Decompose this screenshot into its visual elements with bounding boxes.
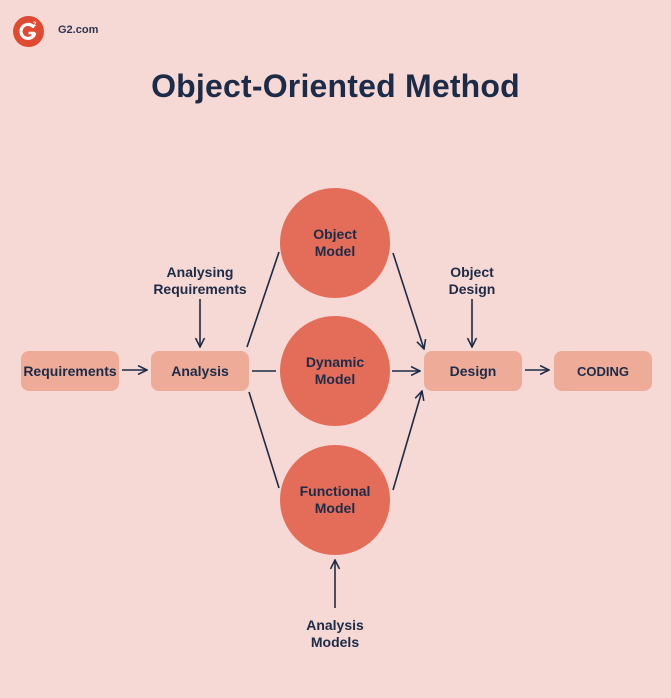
input-analysing-requirements: Analysing Requirements bbox=[153, 264, 247, 297]
page-title: Object-Oriented Method bbox=[151, 68, 520, 104]
node-object-model: Object Model bbox=[280, 188, 390, 298]
brand-name: G2.com bbox=[58, 24, 99, 36]
node-dynamic-model: Dynamic Model bbox=[280, 316, 390, 426]
arrow-functional-model-design bbox=[392, 391, 422, 491]
svg-text:2: 2 bbox=[33, 22, 37, 28]
g2-logo-icon: 2 bbox=[19, 22, 37, 40]
input-object-design: Object Design bbox=[448, 264, 496, 297]
g2-logo: 2 bbox=[13, 16, 44, 47]
input-analysis-models: Analysis Models bbox=[306, 617, 364, 650]
node-requirements: Requirements bbox=[21, 351, 119, 391]
arrow-object-model-design bbox=[392, 252, 424, 349]
node-coding: CODING bbox=[554, 351, 652, 391]
node-functional-model: Functional Model bbox=[280, 445, 390, 555]
line-analysis-functional-model bbox=[248, 391, 280, 489]
node-analysis: Analysis bbox=[151, 351, 249, 391]
line-analysis-object-model bbox=[246, 251, 280, 348]
node-design: Design bbox=[424, 351, 522, 391]
